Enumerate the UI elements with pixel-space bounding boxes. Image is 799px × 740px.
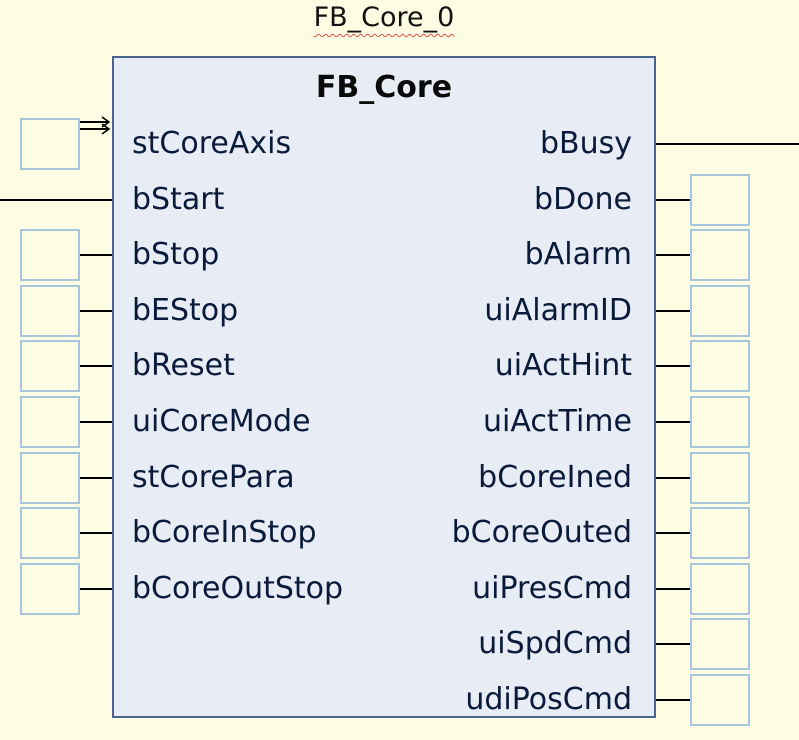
output-variable-box[interactable] — [690, 451, 750, 504]
output-pin-label: uiSpdCmd — [478, 626, 632, 662]
input-wire — [80, 421, 112, 423]
input-wire — [80, 476, 112, 479]
output-pin-label: bDone — [534, 181, 632, 217]
input-pin-label: stCorePara — [132, 459, 295, 495]
output-wire — [656, 143, 799, 145]
input-variable-box[interactable] — [20, 451, 80, 504]
input-variable-box[interactable] — [20, 507, 80, 560]
output-pin-label: uiActHint — [494, 348, 632, 384]
input-pin-label: bCoreInStop — [132, 515, 317, 551]
output-wire — [656, 643, 690, 646]
input-variable-box[interactable] — [20, 340, 80, 393]
input-pin-label: bStart — [132, 181, 225, 217]
input-pin-label: uiCoreMode — [132, 404, 311, 439]
output-pin-label: uiPresCmd — [472, 570, 632, 606]
input-wire — [80, 309, 112, 312]
input-wire — [80, 365, 112, 368]
output-pin-label: bBusy — [539, 126, 632, 161]
input-variable-box[interactable] — [20, 284, 80, 337]
output-pin-label: bCoreIned — [478, 459, 632, 495]
input-pin-label: bReset — [132, 348, 235, 384]
output-wire — [656, 587, 690, 590]
output-wire — [656, 532, 690, 535]
input-pin-label: bStop — [132, 237, 220, 273]
input-wire — [80, 254, 112, 257]
output-pin-label: bAlarm — [524, 237, 632, 273]
output-variable-box[interactable] — [690, 229, 750, 282]
output-variable-box[interactable] — [690, 396, 750, 448]
input-variable-box[interactable] — [20, 562, 80, 615]
output-wire — [656, 198, 690, 201]
input-pin-label: bCoreOutStop — [132, 570, 344, 606]
input-pin-label: bEStop — [132, 292, 239, 328]
output-pin-label: uiActTime — [482, 404, 632, 439]
fb-instance-name[interactable]: FB_Core_0 — [313, 2, 455, 33]
output-wire — [656, 699, 690, 701]
output-variable-box[interactable] — [690, 340, 750, 393]
output-wire — [656, 421, 690, 423]
output-wire — [656, 309, 690, 312]
output-variable-box[interactable] — [690, 674, 750, 726]
output-pin-label: udiPosCmd — [465, 682, 632, 717]
input-variable-box[interactable] — [20, 396, 80, 448]
output-wire — [656, 476, 690, 479]
input-pin-label: stCoreAxis — [132, 126, 292, 161]
input-wire — [80, 532, 112, 535]
input-variable-box[interactable] — [20, 118, 80, 170]
function-block[interactable]: FB_Core stCoreAxis bStart bStop bEStop bRese… — [112, 56, 656, 718]
output-wire — [656, 254, 690, 257]
output-variable-box[interactable] — [690, 562, 750, 615]
output-variable-box[interactable] — [690, 284, 750, 337]
fb-type-name: FB_Core — [315, 70, 453, 105]
output-variable-box[interactable] — [690, 507, 750, 560]
output-variable-box[interactable] — [690, 618, 750, 671]
output-wire — [656, 365, 690, 368]
input-wire — [80, 587, 112, 590]
input-variable-box[interactable] — [20, 229, 80, 282]
output-pin-label: bCoreOuted — [451, 515, 632, 551]
double-arrow-icon — [78, 116, 111, 135]
output-pin-label: uiAlarmID — [484, 292, 632, 328]
input-wire — [0, 198, 112, 201]
output-variable-box[interactable] — [690, 173, 750, 226]
